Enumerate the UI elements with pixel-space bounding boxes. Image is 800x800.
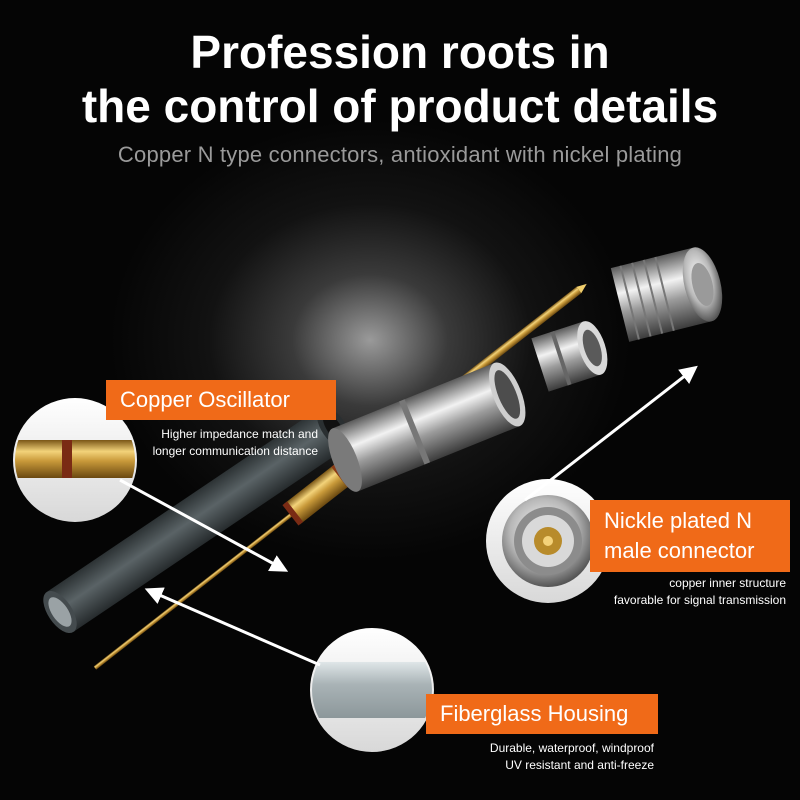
fiberglass-zoom (310, 628, 434, 752)
copper-oscillator-title: Copper Oscillator (120, 387, 290, 412)
n-connector-zoom (486, 479, 610, 603)
copper-oscillator-label: Copper Oscillator (106, 380, 336, 420)
connector-description: copper inner structure favorable for sig… (578, 575, 786, 609)
fiberglass-housing-label: Fiberglass Housing (426, 694, 658, 734)
copper-oscillator-description: Higher impedance match and longer commun… (140, 426, 318, 460)
connector-label: Nickle plated N male connector (590, 500, 790, 572)
subtitle: Copper N type connectors, antioxidant wi… (117, 142, 683, 167)
copper-oscillator-desc-line-2: longer communication distance (152, 444, 318, 458)
fiberglass-housing-title: Fiberglass Housing (440, 701, 629, 726)
metal-sleeve (328, 362, 526, 492)
housing-desc-line-2: UV resistant and anti-freeze (505, 758, 654, 772)
headline-line-2: the control of product details (81, 80, 719, 132)
housing-desc-line-1: Durable, waterproof, windproof (489, 741, 654, 755)
coupling-nut (610, 247, 723, 342)
connector-desc-line-2: favorable for signal transmission (613, 593, 786, 607)
connector-pointer-arrow (524, 365, 698, 502)
copper-oscillator-desc-line-1: Higher impedance match and (161, 427, 318, 441)
fiberglass-housing-tube (43, 406, 351, 633)
housing-pointer-arrow (144, 587, 321, 667)
connector-desc-line-1: copper inner structure (669, 576, 786, 590)
headline-line-1: Profession roots in (190, 26, 610, 78)
connector-title-line-1: Nickle plated N (604, 508, 752, 533)
metal-nut (531, 321, 608, 392)
fiberglass-housing-description: Durable, waterproof, windproof UV resist… (470, 740, 654, 774)
connector-title-line-2: male connector (604, 538, 755, 563)
oscillator-pointer-arrow (119, 478, 289, 572)
copper-oscillator-zoom (13, 398, 137, 522)
